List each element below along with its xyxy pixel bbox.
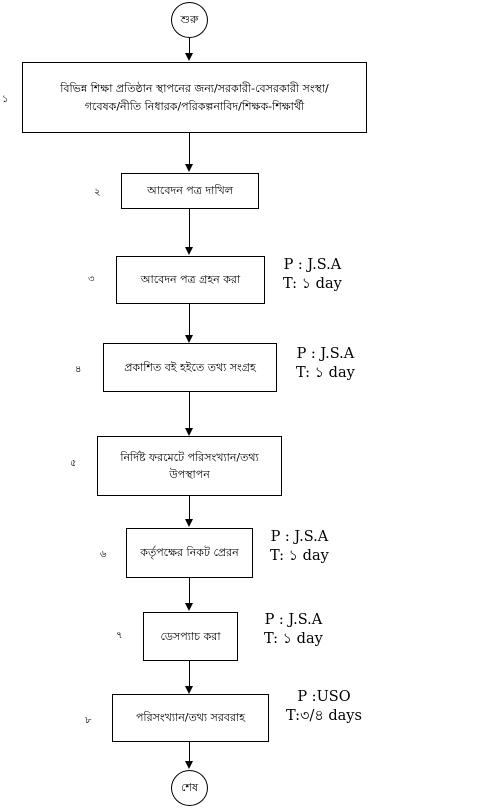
step-4-time: T: ১ day — [296, 364, 355, 381]
start-label: শুরু — [180, 12, 199, 26]
step-7-time: T: ১ day — [264, 630, 323, 647]
connector-7-8 — [189, 661, 190, 687]
step-2-number: ২ — [94, 187, 101, 198]
arrowhead-7-8 — [185, 686, 193, 694]
step-5-line-1: নির্দিষ্ট ফরমেটে পরিসংখ্যান/তথ্য — [120, 450, 259, 464]
connector-2-3 — [189, 209, 190, 248]
arrowhead-1-2 — [185, 164, 193, 172]
step-8-number: ৮ — [85, 715, 92, 726]
connector-8-end — [189, 742, 190, 762]
step-4-number: ৪ — [75, 364, 82, 375]
arrowhead-6-7 — [185, 603, 193, 611]
step-3-time: T: ১ day — [283, 275, 342, 292]
connector-4-5 — [189, 392, 190, 429]
step-5-line-2: উপস্থাপন — [169, 468, 210, 481]
step-7-note: P : J.S.A T: ১ day — [264, 611, 323, 649]
step-6-time: T: ১ day — [270, 547, 329, 564]
step-7-person: P : J.S.A — [264, 612, 323, 628]
arrowhead-4-5 — [185, 428, 193, 436]
step-7-label: ডেসপ্যাচ করা — [160, 629, 221, 643]
step-3-box: আবেদন পত্র গ্রহন করা — [116, 256, 265, 304]
connector-start-1 — [189, 38, 190, 54]
step-3-number: ৩ — [88, 274, 95, 285]
step-3-label: আবেদন পত্র গ্রহন করা — [140, 273, 241, 287]
step-1-line-1: বিভিন্ন শিক্ষা প্রতিষ্ঠান স্থাপনের জন্য/… — [60, 82, 329, 96]
step-7-number: ৭ — [116, 630, 123, 641]
step-8-box: পরিসংখ্যান/তথ্য সরবরাহ — [112, 694, 269, 742]
arrowhead-start-1 — [185, 53, 193, 61]
arrowhead-2-3 — [185, 247, 193, 255]
arrowhead-5-6 — [185, 519, 193, 527]
connector-3-4 — [189, 304, 190, 336]
connector-5-6 — [189, 496, 190, 520]
step-8-label: পরিসংখ্যান/তথ্য সরবরাহ — [135, 711, 246, 725]
step-7-box: ডেসপ্যাচ করা — [143, 612, 238, 661]
step-8-note: P :USO T:৩/৪ days — [286, 688, 362, 726]
end-label: শেষ — [180, 780, 199, 794]
connector-1-2 — [189, 133, 190, 165]
step-1-box: বিভিন্ন শিক্ষা প্রতিষ্ঠান স্থাপনের জন্য/… — [22, 62, 367, 133]
connector-6-7 — [189, 578, 190, 604]
step-5-number: ৫ — [70, 458, 77, 469]
step-5-box: নির্দিষ্ট ফরমেটে পরিসংখ্যান/তথ্য উপস্থাপ… — [97, 436, 282, 496]
step-2-box: আবেদন পত্র দাখিল — [121, 173, 259, 209]
step-3-person: P : J.S.A — [283, 257, 342, 273]
step-6-box: কর্তৃপক্ষের নিকট প্রেরন — [126, 528, 253, 578]
step-3-note: P : J.S.A T: ১ day — [283, 256, 342, 294]
arrowhead-3-4 — [185, 335, 193, 343]
step-2-label: আবেদন পত্র দাখিল — [147, 184, 233, 198]
arrowhead-8-end — [185, 761, 193, 769]
step-1-number: ১ — [2, 94, 9, 105]
step-6-label: কর্তৃপক্ষের নিকট প্রেরন — [140, 546, 239, 560]
step-8-person: P :USO — [297, 689, 351, 705]
end-terminal: শেষ — [171, 770, 208, 806]
step-4-label: প্রকাশিত বই হইতে তথ্য সংগ্রহ — [124, 360, 256, 374]
step-6-person: P : J.S.A — [270, 529, 329, 545]
start-terminal: শুরু — [171, 2, 208, 38]
step-6-note: P : J.S.A T: ১ day — [270, 528, 329, 566]
step-4-note: P : J.S.A T: ১ day — [296, 345, 355, 383]
step-6-number: ৬ — [100, 549, 107, 560]
step-8-time: T:৩/৪ days — [286, 707, 362, 724]
step-1-line-2: গবেষক/নীতি নিধারক/পরিকল্পনাবিদ/শিক্ষক-শি… — [84, 99, 305, 113]
step-4-box: প্রকাশিত বই হইতে তথ্য সংগ্রহ — [103, 343, 277, 392]
step-4-person: P : J.S.A — [296, 346, 355, 362]
